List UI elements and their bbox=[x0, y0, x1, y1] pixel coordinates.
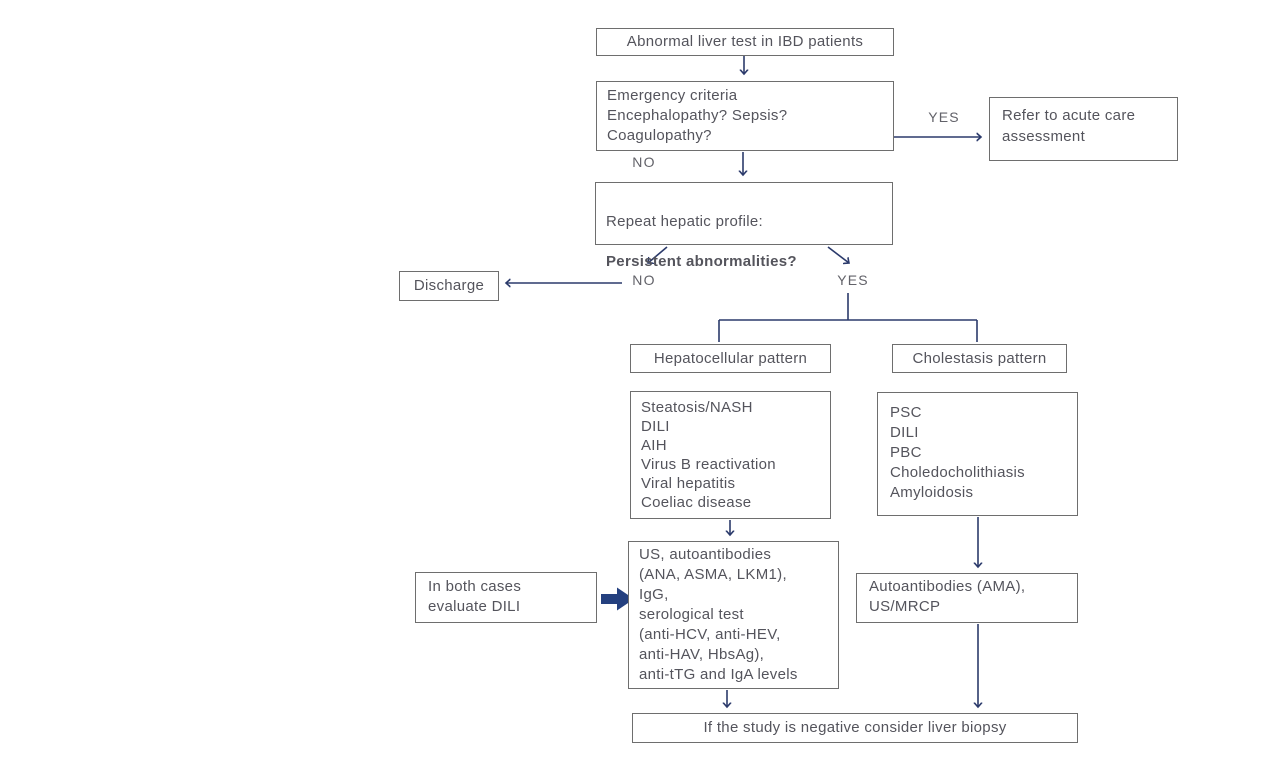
node-hepatocellular-pattern: Hepatocellular pattern bbox=[630, 344, 831, 373]
node-cholestasis-workup: Autoantibodies (AMA), US/MRCP bbox=[856, 573, 1078, 623]
node-cholestasis-pattern: Cholestasis pattern bbox=[892, 344, 1067, 373]
connector-yes-split bbox=[718, 293, 978, 342]
edge-label-yes-persistent: YES bbox=[837, 272, 869, 288]
edge-label-yes-emergency: YES bbox=[928, 109, 960, 125]
node-cholestasis-causes: PSC DILI PBC Choledocholithiasis Amyloid… bbox=[877, 392, 1078, 516]
edge-label-no-persistent: NO bbox=[632, 272, 656, 288]
node-acute-care: Refer to acute care assessment bbox=[989, 97, 1178, 161]
repeat-profile-line2: Persistent abnormalities? bbox=[606, 253, 797, 270]
node-start: Abnormal liver test in IBD patients bbox=[596, 28, 894, 56]
node-in-both-cases-evaluate-dili: In both cases evaluate DILI bbox=[415, 572, 597, 623]
node-liver-biopsy: If the study is negative consider liver … bbox=[632, 713, 1078, 743]
edge-label-no-emergency: NO bbox=[632, 154, 656, 170]
node-hepatocellular-causes: Steatosis/NASH DILI AIH Virus B reactiva… bbox=[630, 391, 831, 519]
node-emergency-criteria: Emergency criteria Encephalopathy? Sepsi… bbox=[596, 81, 894, 151]
repeat-profile-line1: Repeat hepatic profile: bbox=[606, 213, 763, 230]
node-discharge: Discharge bbox=[399, 271, 499, 301]
node-hepatocellular-workup: US, autoantibodies (ANA, ASMA, LKM1), Ig… bbox=[628, 541, 839, 689]
node-repeat-hepatic-profile: Repeat hepatic profile: Persistent abnor… bbox=[595, 182, 893, 270]
